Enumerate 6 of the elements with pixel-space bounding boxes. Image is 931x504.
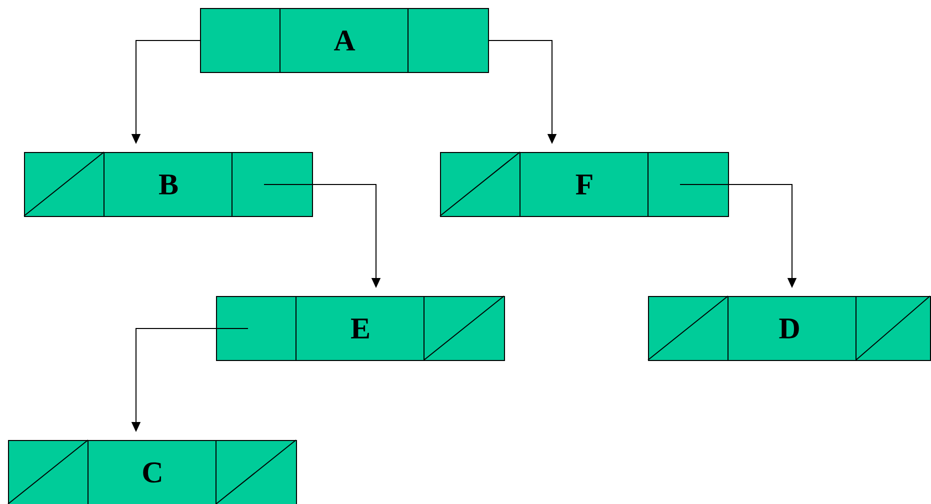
list-node-box: C bbox=[8, 440, 297, 504]
list-node-box: B bbox=[24, 152, 313, 217]
list-node-box: D bbox=[648, 296, 931, 361]
list-node-box: E bbox=[216, 296, 505, 361]
list-node-box: A bbox=[200, 8, 489, 73]
list-node-box: F bbox=[440, 152, 729, 217]
